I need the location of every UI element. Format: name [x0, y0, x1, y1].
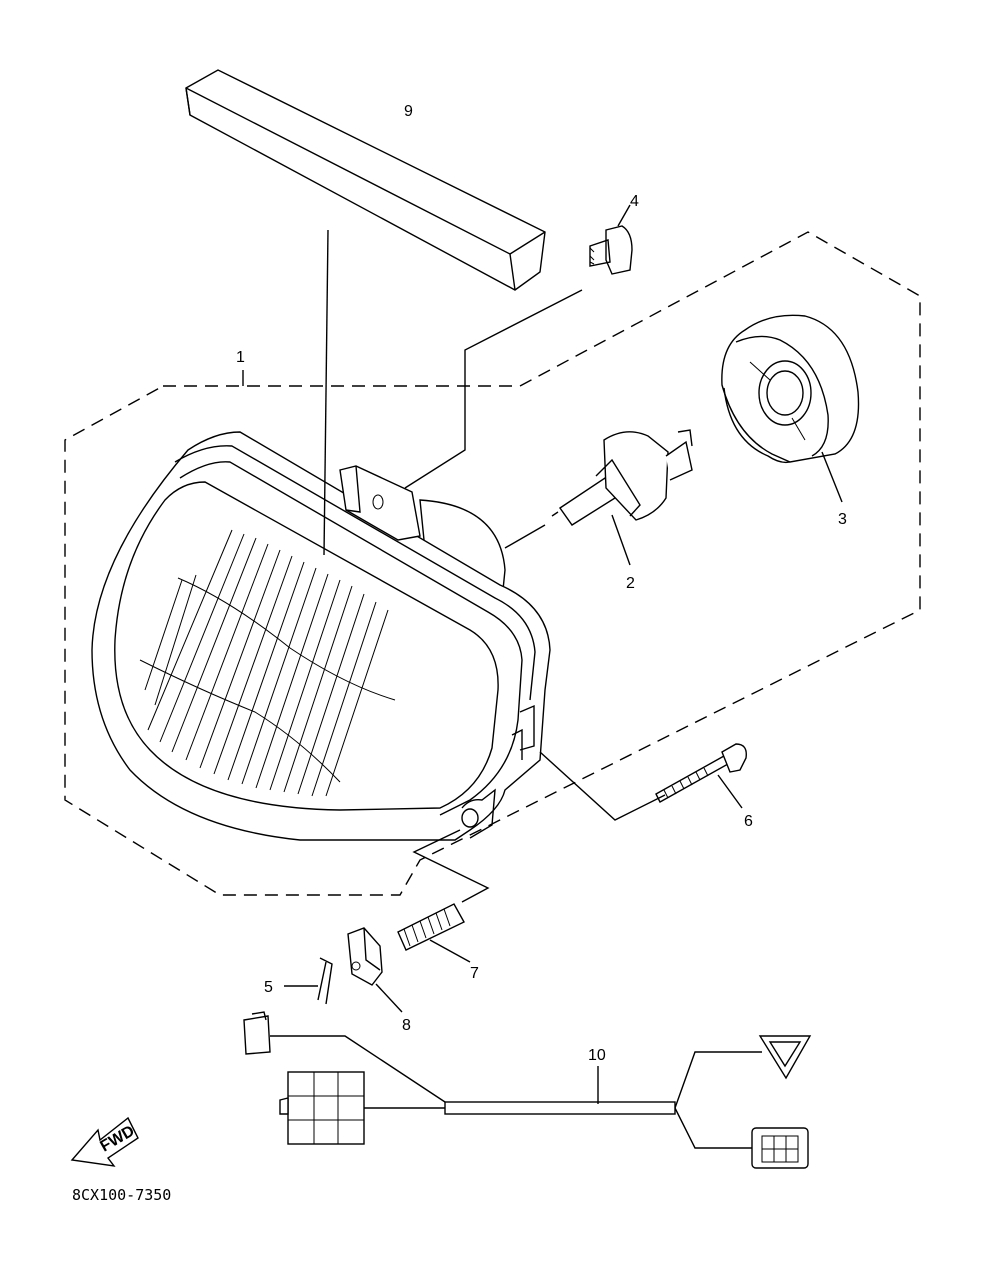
leader-2 [611, 514, 631, 566]
leader-6-bracket [539, 751, 666, 821]
callout-7: 7 [470, 965, 479, 982]
callout-6: 6 [744, 813, 753, 830]
callout-10: 10 [588, 1047, 606, 1064]
callout-1: 1 [236, 349, 245, 366]
callout-5: 5 [264, 979, 273, 996]
leader-7 [429, 939, 471, 963]
callout-4: 4 [630, 193, 639, 210]
leader-7-bracket [412, 829, 490, 903]
part-6-bolt [655, 743, 747, 803]
part-10-wire-harness [243, 1011, 812, 1169]
callout-2: 2 [626, 575, 635, 592]
callout-9: 9 [404, 103, 413, 120]
callout-3: 3 [838, 511, 847, 528]
leader-3 [821, 451, 843, 503]
lens-pattern [139, 529, 396, 797]
part-1-headlight-unit [91, 431, 551, 841]
diagram-code: 8CX100-7350 [72, 1186, 171, 1204]
leader-9 [323, 229, 329, 556]
part-5-pin [317, 957, 333, 1005]
callout-8: 8 [402, 1017, 411, 1034]
leader-6 [717, 774, 743, 809]
leader-8 [375, 983, 403, 1013]
fwd-arrow-icon: FWD [70, 1116, 139, 1167]
part-4-screw [589, 204, 633, 275]
assembly-1-boundary [64, 231, 921, 896]
part-9-cover [185, 69, 546, 291]
part-2-bulb [551, 429, 693, 526]
part-7-spring [397, 903, 465, 951]
part-3-boot-cover [721, 314, 860, 464]
leader-2-bracket [504, 524, 546, 549]
part-8-clip [347, 927, 383, 986]
leader-4-assembly [404, 289, 583, 489]
